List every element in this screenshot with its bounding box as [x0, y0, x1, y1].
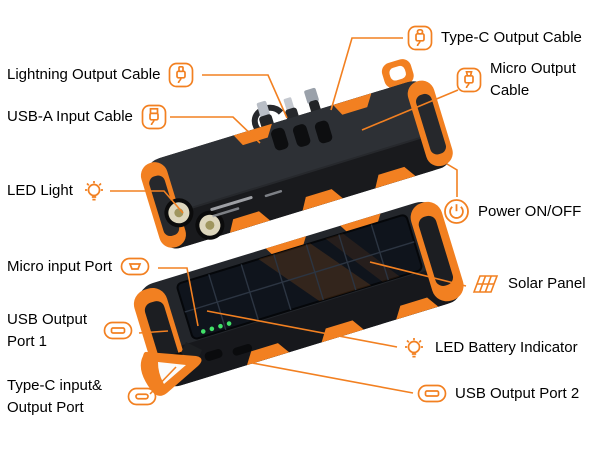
callout-type-c-input-output-port: Type-C input& Output Port	[7, 375, 157, 419]
power-bank-upper	[140, 59, 453, 249]
leader-micro-output-cable	[361, 89, 459, 131]
label-text: LED Battery Indicator	[435, 339, 578, 357]
leader-type-c-input-output-port	[149, 366, 177, 395]
label-text: Type-C input& Output Port	[7, 377, 103, 416]
type-c-cable-icon	[407, 25, 433, 51]
leader-lines	[110, 37, 467, 395]
leader-usb-output-port-2	[251, 362, 414, 394]
label-text: USB Output Port 2	[455, 385, 580, 402]
flashlight-leds	[164, 198, 225, 240]
type-c-port-icon	[127, 387, 157, 406]
micro-port-icon	[120, 257, 150, 276]
callout-power-on-off: Power ON/OFF	[443, 198, 581, 225]
label-text: Micro input Port	[7, 258, 113, 275]
leader-led-light	[110, 190, 184, 214]
solar-panel-surface	[176, 214, 423, 340]
label-text: Solar Panel	[508, 275, 586, 293]
callout-led-battery-indicator: LED Battery Indicator	[401, 335, 578, 361]
label-text: Lightning Output Cable	[7, 66, 161, 84]
led-indicator-bulb-icon	[401, 335, 427, 361]
leader-power-on-off	[446, 163, 458, 197]
leader-solar-panel	[369, 261, 467, 287]
leader-usb-a-input-cable	[170, 116, 261, 144]
callout-lightning-output-cable: Lightning Output Cable	[7, 62, 194, 88]
callout-usb-output-port-1: USB Output Port 1	[7, 309, 133, 353]
leader-micro-input-port	[158, 267, 199, 327]
power-icon	[443, 198, 470, 225]
callout-usb-output-port-2: USB Output Port 2	[417, 383, 579, 405]
callout-solar-panel: Solar Panel	[470, 272, 586, 296]
usb-port-icon	[103, 321, 133, 340]
callout-micro-output-cable: Micro Output Cable	[456, 58, 590, 102]
usb-port-icon	[417, 384, 447, 403]
solar-panel-icon	[470, 272, 500, 296]
callout-micro-input-port: Micro input Port	[7, 256, 150, 278]
leader-lightning-output-cable	[202, 74, 288, 119]
label-text: LED Light	[7, 182, 73, 200]
label-text: USB Output Port 1	[7, 311, 88, 350]
micro-cable-icon	[456, 67, 482, 93]
lightning-cable-icon	[168, 62, 194, 88]
label-text: USB-A Input Cable	[7, 108, 133, 126]
leader-usb-output-port-1	[138, 330, 169, 334]
leader-led-battery-indicator	[206, 310, 398, 348]
front-print	[210, 189, 283, 218]
leader-type-c-output-cable	[330, 37, 403, 111]
callout-usb-a-input-cable: USB-A Input Cable	[7, 104, 167, 130]
callout-type-c-output-cable: Type-C Output Cable	[407, 25, 582, 51]
usb-a-cable-icon	[141, 104, 167, 130]
label-text: Micro Output Cable	[490, 60, 576, 99]
battery-indicator-leds	[200, 321, 232, 334]
led-light-bulb-icon	[81, 178, 107, 204]
label-text: Type-C Output Cable	[441, 29, 582, 47]
power-bank-lower	[133, 201, 464, 387]
callout-led-light: LED Light	[7, 178, 107, 204]
label-text: Power ON/OFF	[478, 202, 582, 220]
